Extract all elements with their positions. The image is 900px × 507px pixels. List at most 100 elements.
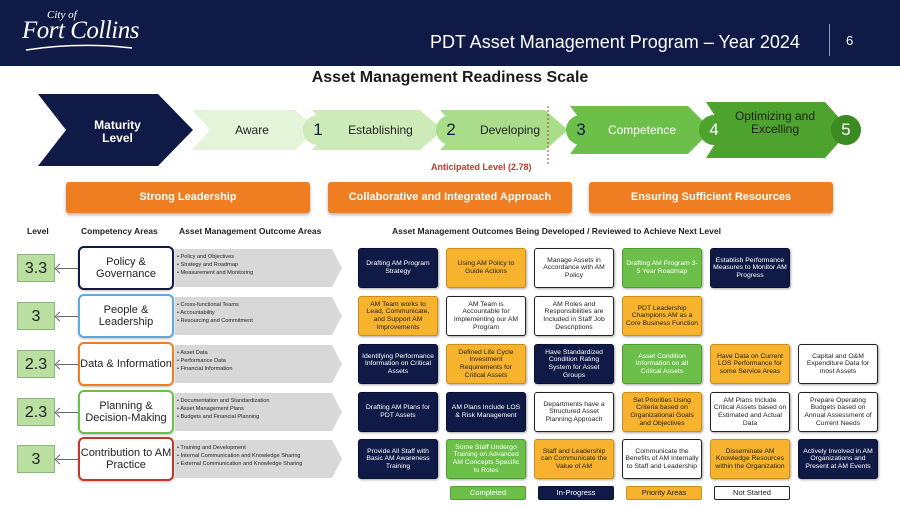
outcome-notstarted: Manage Assets in Accordance with AM Poli… — [534, 248, 614, 288]
level-value: 2.3 — [17, 398, 55, 426]
level-arrow-icon — [57, 459, 79, 460]
stage-competence-chevron — [570, 106, 712, 154]
maturity-level-label: Maturity Level — [94, 118, 141, 145]
outcome-priority: PDT Leadership Champions AM as a Core Bu… — [622, 296, 702, 336]
outcome-priority: Have Data on Current LOS Performance for… — [710, 344, 790, 384]
scale-arrows — [38, 94, 850, 166]
outcome-inprogress: Drafting AM Plans for PDT Assets — [358, 392, 438, 432]
outcome-area-item: • Training and Development — [177, 445, 246, 451]
col-header-outcome-areas: Asset Management Outcome Areas — [179, 226, 322, 236]
page-title: Asset Management Readiness Scale — [311, 69, 589, 86]
competency-area: Contribution to AM Practice — [78, 437, 174, 481]
stage-aware-chevron — [192, 110, 318, 150]
readiness-scale: Maturity Level Aware Establishing Develo… — [0, 92, 900, 172]
outcome-priority: Using AM Policy to Guide Actions — [446, 248, 526, 288]
theme-collaborative-approach: Collaborative and Integrated Approach — [328, 182, 572, 213]
stage-establishing-label: Establishing — [348, 123, 413, 137]
level-value: 3 — [17, 445, 55, 473]
outcome-area-item: • Internal Communication and Knowledge S… — [177, 453, 301, 459]
outcome-inprogress: Have Standardized Condition Rating Syste… — [534, 344, 614, 384]
outcome-notstarted: Prepare Operating Budgets based on Annua… — [798, 392, 878, 432]
outcome-area-item: • Budgets and Financial Planning — [177, 414, 260, 420]
level-arrow-icon — [57, 268, 79, 269]
outcome-area-item: • Measurement and Monitoring — [177, 270, 254, 276]
theme-strong-leadership: Strong Leadership — [66, 182, 310, 213]
outcome-priority: AM Team works to Lead, Communicate, and … — [358, 296, 438, 336]
col-header-outcomes: Asset Management Outcomes Being Develope… — [392, 226, 721, 236]
outcome-completed: Asset Condition Information on all Criti… — [622, 344, 702, 384]
legend-in-progress: In-Progress — [538, 486, 614, 500]
outcome-area-item: • Strategy and Roadmap — [177, 262, 239, 268]
logo-swoosh-icon — [25, 44, 133, 51]
outcome-inprogress: Identifying Performance Information on C… — [358, 344, 438, 384]
outcome-area-item: • Asset Management Plans — [177, 406, 244, 412]
header-title: PDT Asset Management Program – Year 2024 — [430, 32, 800, 52]
level-value: 3.3 — [17, 254, 55, 282]
outcome-notstarted: AM Plans Include Critical Assets based o… — [710, 392, 790, 432]
outcome-area-item: • Asset Data — [177, 350, 208, 356]
outcome-area-item: • Cross-functional Teams — [177, 302, 239, 308]
stage-developing-chevron — [440, 110, 568, 150]
outcome-areas-list: • Documentation and Standardization • Ass… — [175, 393, 342, 431]
stage-optimizing-chevron — [706, 102, 850, 158]
outcome-inprogress: AM Plans Include LOS & Risk Management — [446, 392, 526, 432]
competency-area: Data & Information — [78, 342, 174, 386]
outcome-area-item: • External Communication and Knowledge S… — [177, 461, 303, 467]
outcome-inprogress: Establish Performance Measures to Monito… — [710, 248, 790, 288]
outcome-areas-list: • Cross-functional Teams • Accountability… — [175, 297, 342, 335]
outcome-areas-list: • Training and Development • Internal Com… — [175, 440, 342, 478]
level-number-1: 1 — [303, 115, 333, 145]
stage-aware-label: Aware — [235, 123, 269, 137]
outcome-notstarted: Departments have a Structured Asset Plan… — [534, 392, 614, 432]
competency-area: Planning & Decision-Making — [78, 390, 174, 434]
outcome-notstarted: AM Team is Accountable for Implementing … — [446, 296, 526, 336]
outcome-notstarted: Communicate the Benefits of AM Internall… — [622, 439, 702, 479]
level-arrow-icon — [57, 316, 79, 317]
page-number: 6 — [846, 33, 854, 48]
legend-priority-areas: Priority Areas — [626, 486, 702, 500]
level-number-5: 5 — [831, 115, 861, 145]
maturity-chevron — [38, 94, 193, 166]
col-header-competency: Competency Areas — [81, 226, 158, 236]
level-arrow-icon — [57, 412, 79, 413]
stage-competence-label: Competence — [607, 123, 677, 137]
outcome-inprogress: Actively Involved in AM Organizations an… — [798, 439, 878, 479]
outcome-notstarted: Capital and O&M Expenditure Data for mos… — [798, 344, 878, 384]
outcome-notstarted: AM Roles and Responsibilities are Includ… — [534, 296, 614, 336]
outcome-areas-list: • Policy and Objectives • Strategy and Ro… — [175, 249, 342, 287]
legend-completed: Completed — [450, 486, 526, 500]
outcome-priority: Set Priorities Using Criteria based on O… — [622, 392, 702, 432]
level-number-4: 4 — [699, 115, 729, 145]
level-value: 3 — [17, 302, 55, 330]
col-header-level: Level — [27, 226, 49, 236]
outcome-completed: Drafting AM Program 3-5 Year Roadmap — [622, 248, 702, 288]
outcome-areas-list: • Asset Data • Performance Data • Financia… — [175, 345, 342, 383]
level-number-2: 2 — [436, 115, 466, 145]
level-value: 2.3 — [17, 350, 55, 378]
header-bar: City of Fort Collins PDT Asset Managemen… — [0, 0, 900, 66]
competency-area: People & Leadership — [78, 294, 174, 338]
outcome-area-item: • Performance Data — [177, 358, 226, 364]
legend-not-started: Not Started — [714, 486, 790, 500]
level-number-3: 3 — [566, 115, 596, 145]
header-divider — [829, 24, 830, 56]
outcome-area-item: • Financial Information — [177, 366, 233, 372]
theme-sufficient-resources: Ensuring Sufficient Resources — [589, 182, 833, 213]
outcome-area-item: • Resourcing and Commitment — [177, 318, 253, 324]
outcome-priority: Disseminate AM Knowledge Resources withi… — [710, 439, 790, 479]
outcome-inprogress: Provide All Staff with Basic AM Awarenes… — [358, 439, 438, 479]
level-arrow-icon — [57, 364, 79, 365]
outcome-inprogress: Drafting AM Program Strategy — [358, 248, 438, 288]
stage-optimizing-label: Optimizing and Excelling — [734, 109, 816, 136]
outcome-area-item: • Documentation and Standardization — [177, 398, 270, 404]
competency-area: Policy & Governance — [78, 246, 174, 290]
outcome-priority: Defined Life Cycle Investment Requiremen… — [446, 344, 526, 384]
outcome-priority: Staff and Leadership can Communicate the… — [534, 439, 614, 479]
stage-developing-label: Developing — [479, 123, 541, 137]
outcome-area-item: • Policy and Objectives — [177, 254, 234, 260]
stage-establishing-chevron — [312, 110, 443, 150]
outcome-completed: Some Staff Undergo Training on Advanced … — [446, 439, 526, 479]
outcome-area-item: • Accountability — [177, 310, 215, 316]
anticipated-level-label: Anticipated Level (2.78) — [431, 162, 532, 172]
logo-city-of: City of — [47, 9, 77, 21]
